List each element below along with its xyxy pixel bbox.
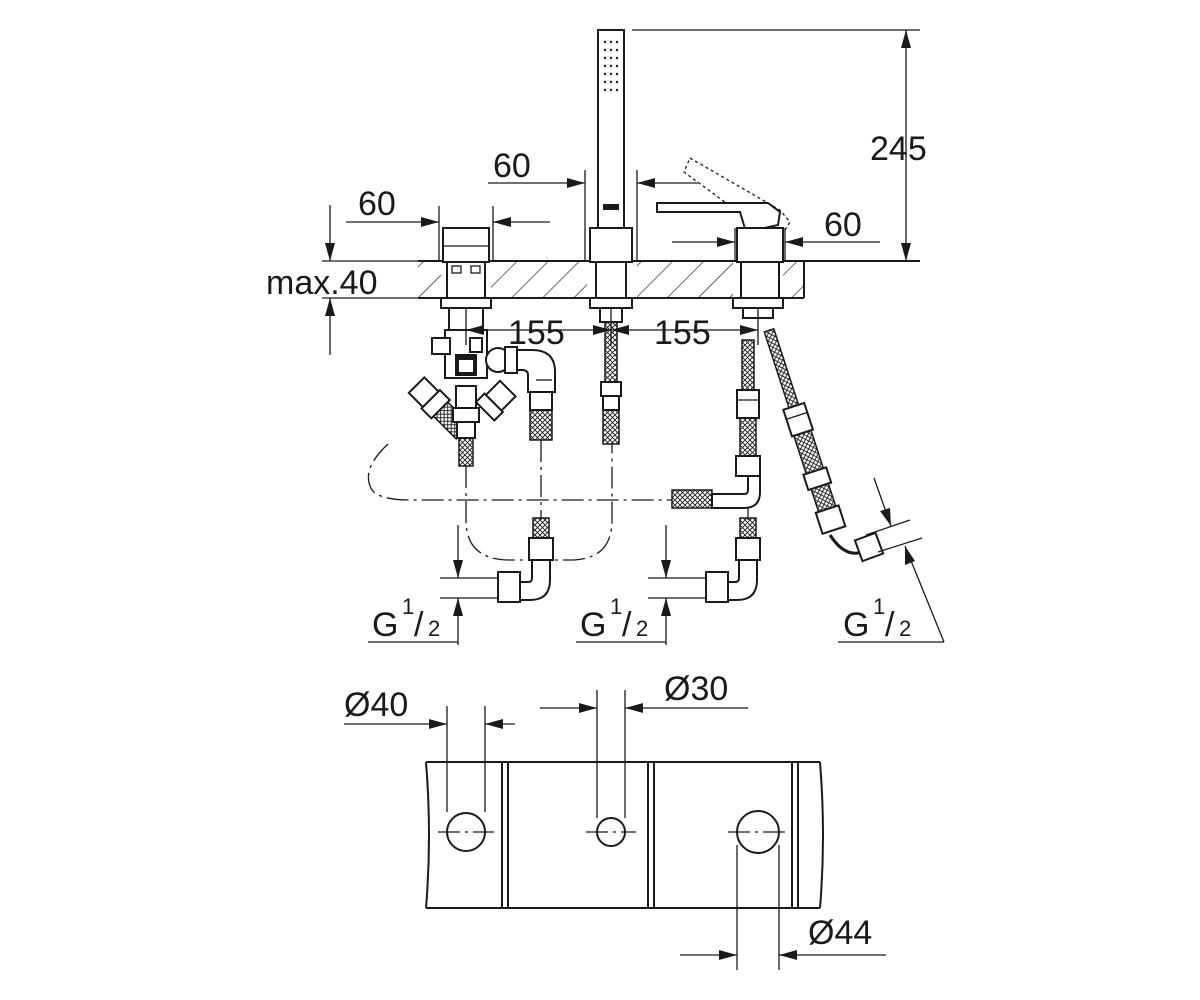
label-thread-2-den: 2 — [636, 616, 648, 641]
label-height-total: 245 — [870, 130, 927, 168]
label-thread-2-num: 1 — [610, 594, 622, 619]
label-hole-right: Ø44 — [808, 914, 872, 952]
left-diverter-valve — [407, 227, 556, 467]
drilling-plan — [344, 690, 886, 970]
label-thread-1-den: 2 — [428, 616, 440, 641]
label-spacing-left: 155 — [508, 314, 565, 352]
supply-elbow-left — [497, 517, 554, 603]
label-deck-thickness: max.40 — [266, 264, 378, 302]
deck-section — [418, 260, 920, 299]
label-thread-3: G — [843, 606, 869, 644]
label-thread-2: G — [580, 606, 606, 644]
label-thread-1: G — [372, 606, 398, 644]
label-spacing-right: 155 — [654, 314, 711, 352]
dimension-labels: 245 60 60 60 max.40 155 155 G 1 / 2 G 1 … — [266, 130, 927, 952]
label-thread-2-slash: / — [622, 606, 632, 644]
label-left-valve-width: 60 — [358, 185, 396, 223]
dimension-lines — [322, 29, 945, 645]
right-mixer-lever — [656, 157, 885, 563]
label-right-valve-width: 60 — [824, 206, 862, 244]
label-thread-1-slash: / — [414, 606, 424, 644]
hand-shower — [589, 29, 633, 445]
label-thread-1-num: 1 — [402, 594, 414, 619]
label-thread-3-slash: / — [885, 606, 895, 644]
supply-elbow-right — [705, 517, 761, 603]
label-thread-3-num: 1 — [873, 594, 885, 619]
label-thread-3-den: 2 — [899, 616, 911, 641]
label-spout-width: 60 — [493, 147, 531, 185]
label-hole-left: Ø40 — [344, 686, 408, 724]
label-hole-center: Ø30 — [664, 670, 728, 708]
